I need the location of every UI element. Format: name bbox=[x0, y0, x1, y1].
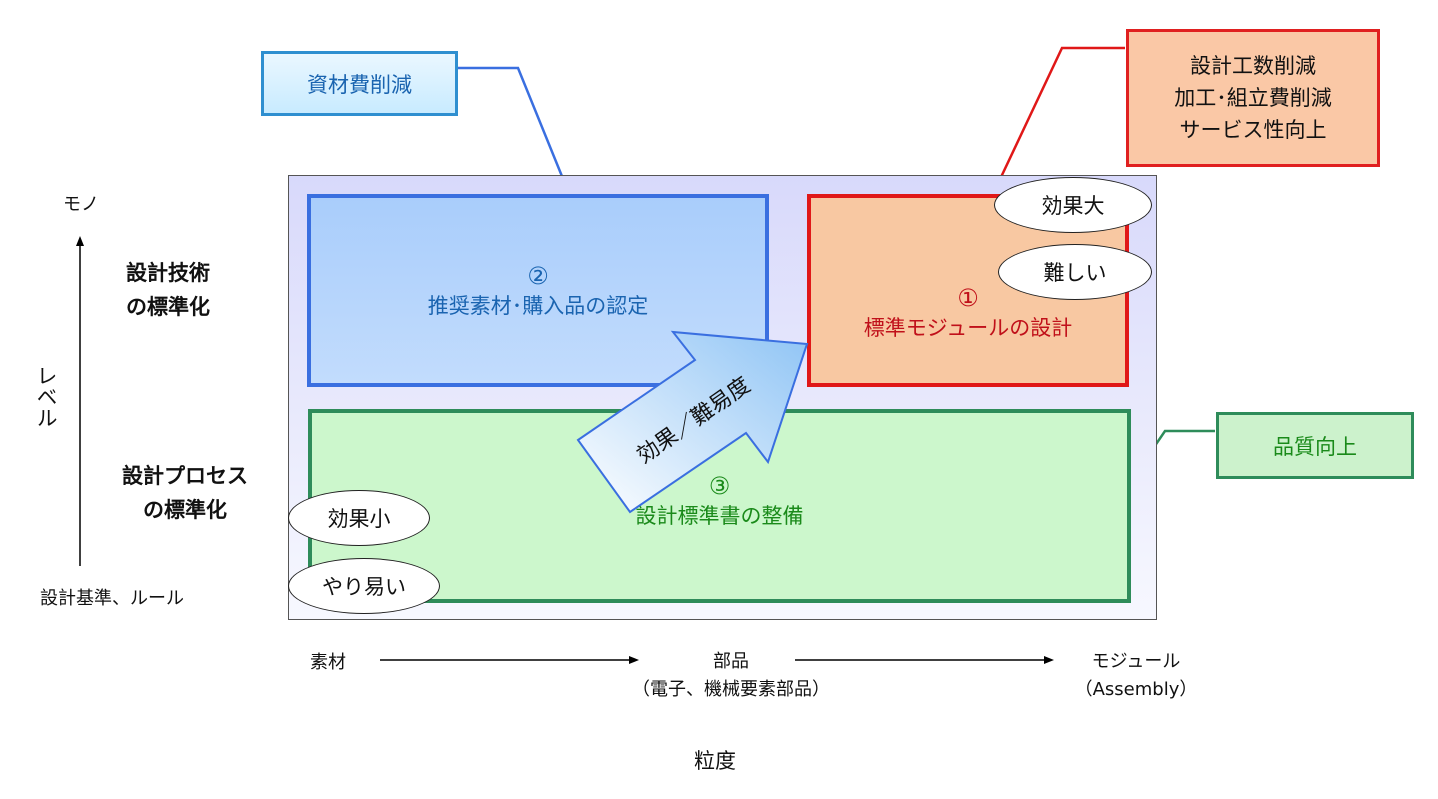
process-number: ③ bbox=[708, 472, 731, 500]
x-axis-right-line-2: （Assembly） bbox=[1074, 679, 1198, 700]
x-axis-right-line-1: モジュール bbox=[1091, 651, 1181, 672]
big-effect-oval: 効果大 bbox=[994, 177, 1152, 233]
module-callout-line-1: 設計工数削減 bbox=[1190, 54, 1316, 78]
x-axis-middle-line-2: （電子、機械要素部品） bbox=[632, 679, 830, 700]
difficult-oval: 難しい bbox=[998, 244, 1152, 300]
level-high-line-2: の標準化 bbox=[126, 295, 210, 319]
materials-label: 推奨素材･購入品の認定 bbox=[427, 293, 649, 318]
materials-callout-leader bbox=[455, 66, 572, 197]
x-axis-middle-label: 部品 （電子、機械要素部品） bbox=[606, 648, 856, 704]
x-axis-arrowhead-2 bbox=[1044, 656, 1054, 664]
level-low-line-1: 設計プロセス bbox=[122, 464, 248, 488]
module-callout-leader bbox=[992, 46, 1125, 193]
y-axis-title-text: レベル bbox=[34, 365, 58, 428]
process-label: 設計標準書の整備 bbox=[635, 504, 804, 528]
level-high-label: 設計技術 の標準化 bbox=[126, 256, 210, 324]
small-effect-oval: 効果小 bbox=[288, 490, 430, 546]
y-axis-title: レベル bbox=[32, 365, 58, 428]
x-axis-right-label: モジュール （Assembly） bbox=[1056, 648, 1216, 704]
materials-callout: 資材費削減 bbox=[261, 51, 458, 116]
module-callout-line-3: サービス性向上 bbox=[1179, 118, 1327, 142]
quality-callout: 品質向上 bbox=[1216, 412, 1414, 479]
module-callout-line-2: 加工･組立費削減 bbox=[1174, 86, 1332, 110]
module-label: 標準モジュールの設計 bbox=[863, 315, 1073, 340]
x-axis-title: 粒度 bbox=[694, 749, 736, 773]
easy-oval: やり易い bbox=[288, 558, 440, 614]
module-callout: 設計工数削減 加工･組立費削減 サービス性向上 bbox=[1126, 29, 1380, 167]
x-axis-left-label: 素材 bbox=[310, 652, 346, 673]
x-axis-middle-line-1: 部品 bbox=[713, 651, 749, 672]
module-number: ① bbox=[957, 283, 979, 312]
x-axis-arrowhead-1 bbox=[629, 656, 639, 664]
level-high-line-1: 設計技術 bbox=[126, 261, 210, 285]
y-axis-top-label: モノ bbox=[63, 194, 99, 215]
y-axis-bottom-label: 設計基準、ルール bbox=[40, 588, 184, 609]
level-low-label: 設計プロセス の標準化 bbox=[122, 459, 248, 527]
materials-callout-text: 資材費削減 bbox=[307, 72, 412, 97]
y-axis-arrowhead bbox=[76, 236, 84, 246]
quality-callout-text: 品質向上 bbox=[1273, 434, 1357, 459]
level-low-line-2: の標準化 bbox=[143, 498, 227, 522]
materials-number: ② bbox=[527, 261, 549, 290]
